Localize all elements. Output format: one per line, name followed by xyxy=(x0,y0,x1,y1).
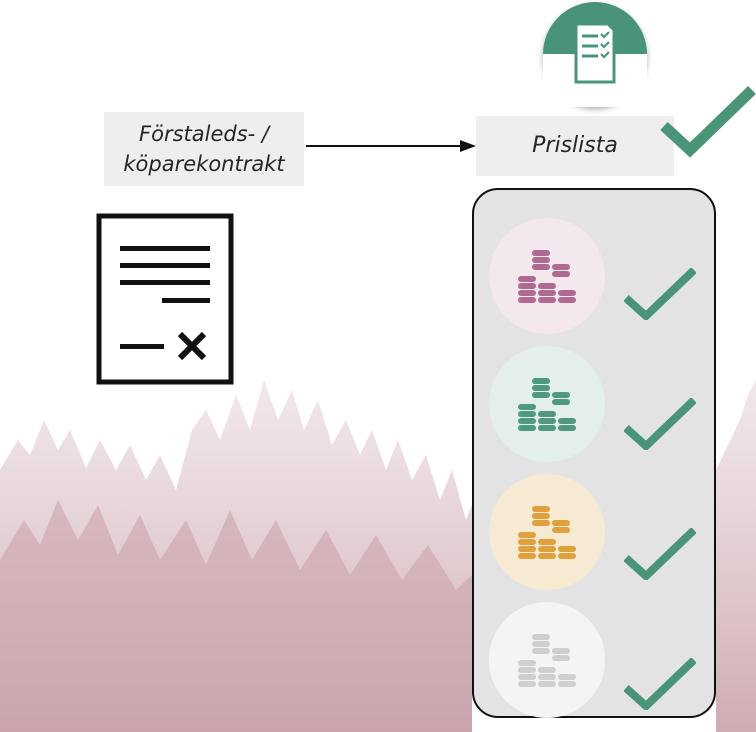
tier-1-approved-checkmark-icon xyxy=(624,268,696,320)
price-tier-2 xyxy=(489,346,605,462)
tier-3-approved-checkmark-icon xyxy=(624,528,696,580)
coin-stacks-icon xyxy=(518,378,576,431)
contract-label-line-1: Förstaleds- / xyxy=(139,122,269,146)
coin-stacks-icon xyxy=(518,634,576,687)
contract-label-box: Förstaleds- / köparekontrakt xyxy=(104,112,304,186)
tier-2-approved-checkmark-icon xyxy=(624,398,696,450)
contract-label-line-2: köparekontrakt xyxy=(123,152,285,176)
checklist-document-icon xyxy=(543,2,647,107)
price-list-label: Prislista xyxy=(532,133,618,158)
coin-stacks-icon xyxy=(518,250,576,303)
price-tier-3 xyxy=(489,474,605,590)
price-tier-1 xyxy=(489,218,605,334)
flow-arrow xyxy=(306,140,476,152)
contract-document-icon xyxy=(96,213,234,385)
tier-4-approved-checkmark-icon xyxy=(624,658,696,710)
price-tier-4 xyxy=(489,602,605,718)
coin-stacks-icon xyxy=(518,506,576,559)
price-list-approved-checkmark-icon xyxy=(660,86,756,158)
price-list-label-box: Prislista xyxy=(476,116,674,176)
